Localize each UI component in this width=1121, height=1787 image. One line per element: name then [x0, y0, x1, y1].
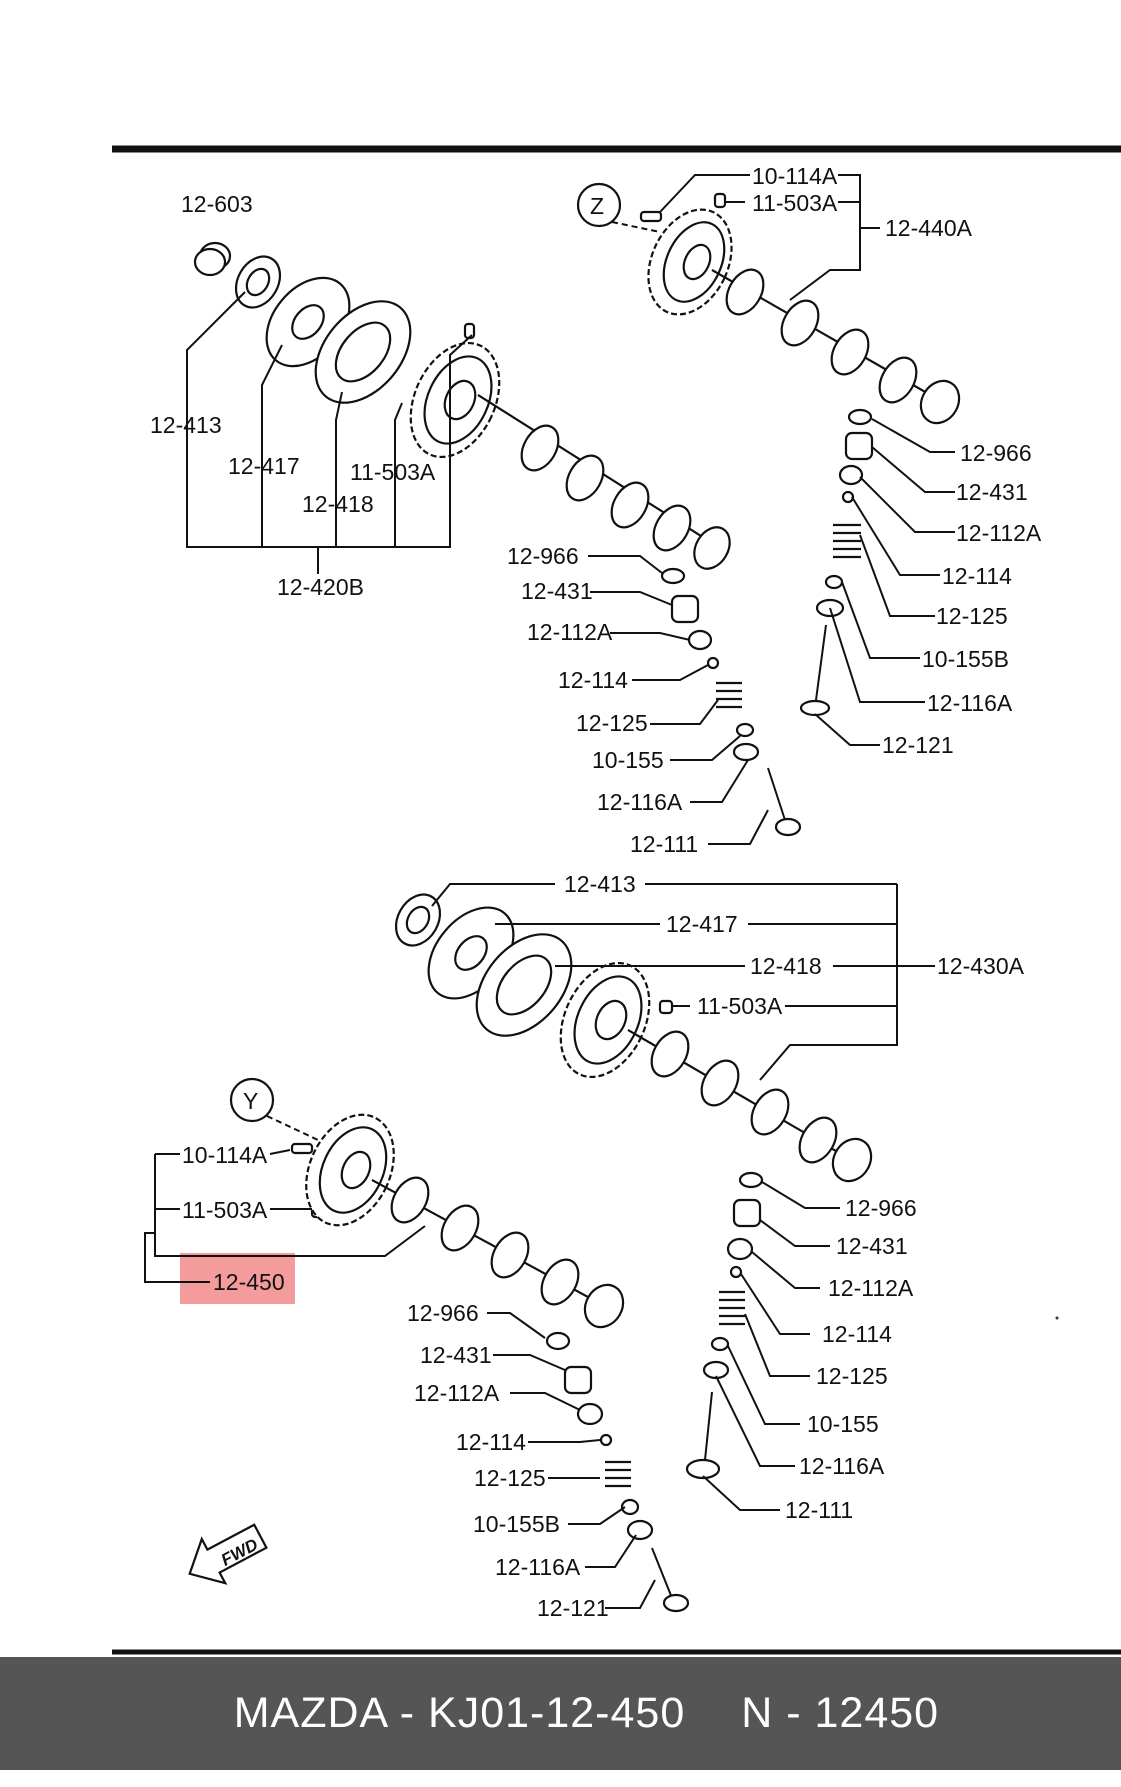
- label-12-417-b: 12-417: [666, 911, 738, 937]
- label-12-125-c: 12-125: [474, 1465, 546, 1491]
- part-number-footer: MAZDA - KJ01-12-450 N - 12450: [0, 1657, 1121, 1770]
- label-12-430A: 12-430A: [937, 953, 1025, 979]
- footer-alt-part: N - 12450: [741, 1689, 940, 1737]
- label-11-503A-c: 11-503A: [697, 993, 783, 1019]
- label-12-112A-a: 12-112A: [956, 520, 1042, 546]
- label-12-966-a: 12-966: [960, 440, 1032, 466]
- marker-z: [576, 182, 622, 228]
- label-12-413-a: 12-413: [150, 412, 222, 438]
- valve-stack-right-top: [799, 408, 874, 717]
- marker-y: [229, 1077, 275, 1123]
- label-10-114A-b: 10-114A: [182, 1142, 268, 1168]
- label-12-112A-b: 12-112A: [527, 619, 613, 645]
- label-12-114-d: 12-114: [822, 1321, 892, 1347]
- label-12-431-d: 12-431: [836, 1233, 908, 1259]
- marker-y-label: Y: [243, 1088, 258, 1114]
- label-12-111-b: 12-111: [785, 1497, 853, 1523]
- label-12-116A-c: 12-116A: [495, 1554, 581, 1580]
- part-12-418-plate: [314, 300, 412, 404]
- label-12-121-a: 12-121: [882, 732, 954, 758]
- label-12-116A-d: 12-116A: [799, 1453, 885, 1479]
- label-12-112A-d: 12-112A: [828, 1275, 914, 1301]
- label-12-418-b: 12-418: [750, 953, 822, 979]
- label-12-112A-c: 12-112A: [414, 1380, 500, 1406]
- label-12-431-b: 12-431: [521, 578, 593, 604]
- label-12-966-b: 12-966: [507, 543, 579, 569]
- part-12-413-seal: [234, 255, 282, 309]
- label-12-966-d: 12-966: [845, 1195, 917, 1221]
- label-12-125-a: 12-125: [936, 603, 1008, 629]
- footer-text: MAZDA - KJ01-12-450 N - 12450: [182, 1640, 939, 1787]
- label-12-440A: 12-440A: [885, 215, 973, 241]
- valve-stack-lower-left: [545, 1331, 690, 1613]
- footer-brand-part: MAZDA - KJ01-12-450: [233, 1689, 686, 1737]
- label-12-450[interactable]: 12-450: [213, 1269, 285, 1295]
- exhaust-camshaft-b: [559, 961, 873, 1183]
- fwd-arrow-icon: [188, 1523, 268, 1585]
- label-12-431-a: 12-431: [956, 479, 1028, 505]
- part-12-603-cap: [193, 241, 232, 277]
- label-12-431-c: 12-431: [420, 1342, 492, 1368]
- exhaust-camshaft-a: [409, 341, 731, 570]
- highlight-box[interactable]: [180, 1253, 295, 1304]
- label-12-420B: 12-420B: [277, 574, 364, 600]
- label-10-114A-a: 10-114A: [752, 163, 838, 189]
- label-12-603: 12-603: [181, 191, 253, 217]
- label-12-111-a: 12-111: [630, 831, 698, 857]
- label-12-121-b: 12-121: [537, 1595, 609, 1621]
- valve-stack-middle: [660, 567, 802, 837]
- part-11-503A-pin-b: [713, 192, 727, 209]
- label-10-155B-a: 10-155B: [922, 646, 1009, 672]
- label-12-417-a: 12-417: [228, 453, 300, 479]
- label-12-125-b: 12-125: [576, 710, 648, 736]
- label-10-155-a: 10-155: [592, 747, 664, 773]
- valve-stack-lower-right: [685, 1171, 764, 1480]
- part-10-114A-pin-a: [639, 210, 663, 223]
- part-11-503A-pin: [463, 322, 476, 340]
- label-12-114-b: 12-114: [558, 667, 628, 693]
- label-11-503A-a: 11-503A: [350, 459, 436, 485]
- part-11-503A-pin-c: [658, 999, 674, 1015]
- label-10-155B-b: 10-155B: [473, 1511, 560, 1537]
- intake-camshaft-b: [305, 1113, 625, 1329]
- part-10-114A-pin-b: [290, 1142, 314, 1155]
- label-12-966-c: 12-966: [407, 1300, 479, 1326]
- label-11-503A-d: 11-503A: [182, 1197, 268, 1223]
- intake-camshaft-a: [647, 208, 961, 425]
- part-12-418-plate-b: [475, 933, 573, 1037]
- label-12-116A-b: 12-116A: [597, 789, 683, 815]
- marker-z-label: Z: [590, 193, 604, 219]
- label-12-116A-a: 12-116A: [927, 690, 1013, 716]
- part-12-413-seal-b: [394, 893, 442, 947]
- label-12-125-d: 12-125: [816, 1363, 888, 1389]
- label-12-413-b: 12-413: [564, 871, 636, 897]
- label-12-114-c: 12-114: [456, 1429, 526, 1455]
- label-12-418-a: 12-418: [302, 491, 374, 517]
- stray-dot: [1055, 1316, 1059, 1320]
- label-10-155-b: 10-155: [807, 1411, 879, 1437]
- label-11-503A-b: 11-503A: [752, 190, 838, 216]
- label-12-114-a: 12-114: [942, 563, 1012, 589]
